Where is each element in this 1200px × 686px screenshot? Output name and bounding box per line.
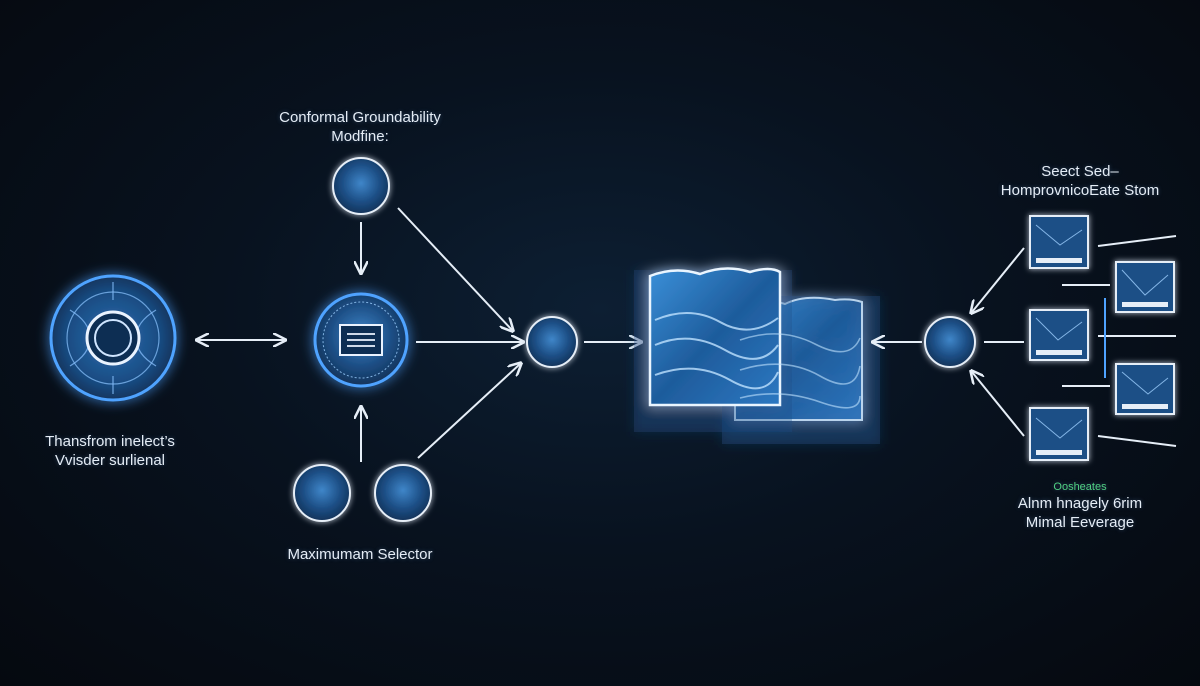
right-top-title: Seect Sed– HomprovnicoEate Stom [1000,163,1160,199]
selector-node-right [374,464,432,522]
selector-node-left [293,464,351,522]
merge-node [526,316,578,368]
arrow-thumb-bottom [972,372,1025,437]
conformal-node [332,157,390,215]
layered-image-panels [634,267,880,444]
thumbnail-connectors [1062,235,1177,447]
conformal-title: Conformal Groundability Modfine: [279,109,441,145]
arrow-top-diagonal [397,207,512,330]
transform-title: Thansfrom inelect’s Vvisder surlienal [45,433,175,469]
maximum-selector-label: Maximumam Selector [287,546,433,563]
right-bottom-title: Oosheates Alnm hnagely 6rim Mimal Eevera… [960,480,1200,532]
arrow-thumb-top [972,247,1025,312]
green-tag: Oosheates [1053,481,1107,493]
image-thumbnails [1029,215,1175,461]
arrow-bottom-diagonal [417,364,520,459]
transform-circle-node [49,274,177,402]
source-node-right [924,316,976,368]
document-hub-node [313,292,409,388]
